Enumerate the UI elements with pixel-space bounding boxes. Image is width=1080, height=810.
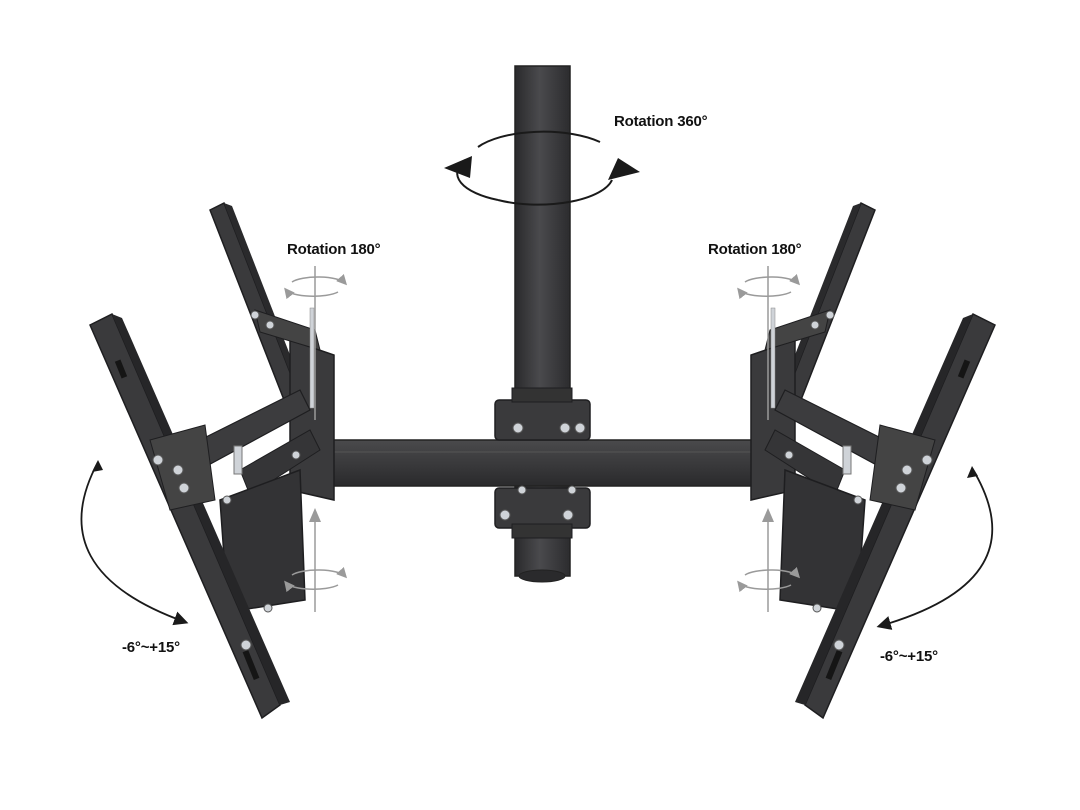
tilt-range-left-label: -6°~+15°: [122, 639, 180, 656]
right-rotation-180-indicator-bottom: [737, 508, 801, 612]
left-vesa-bracket: [89, 201, 335, 720]
rotation-360-arrow: [444, 130, 640, 206]
rotation-360-label: Rotation 360°: [614, 113, 708, 130]
rotation-180-left-label: Rotation 180°: [287, 241, 381, 258]
tilt-range-right-label: -6°~+15°: [880, 648, 938, 665]
left-rotation-180-indicator-bottom: [284, 508, 348, 612]
right-tilt-arrow: [876, 466, 994, 630]
right-rotation-180-indicator-top: [737, 266, 801, 420]
rotation-180-right-label: Rotation 180°: [708, 241, 802, 258]
right-vesa-bracket: [750, 201, 996, 720]
pole-clamp-upper: [494, 387, 591, 441]
left-tilt-arrow: [80, 460, 189, 626]
cross-arm: [309, 439, 781, 487]
left-rotation-180-indicator-top: [284, 266, 348, 420]
pole-clamp-lower: [494, 485, 591, 539]
